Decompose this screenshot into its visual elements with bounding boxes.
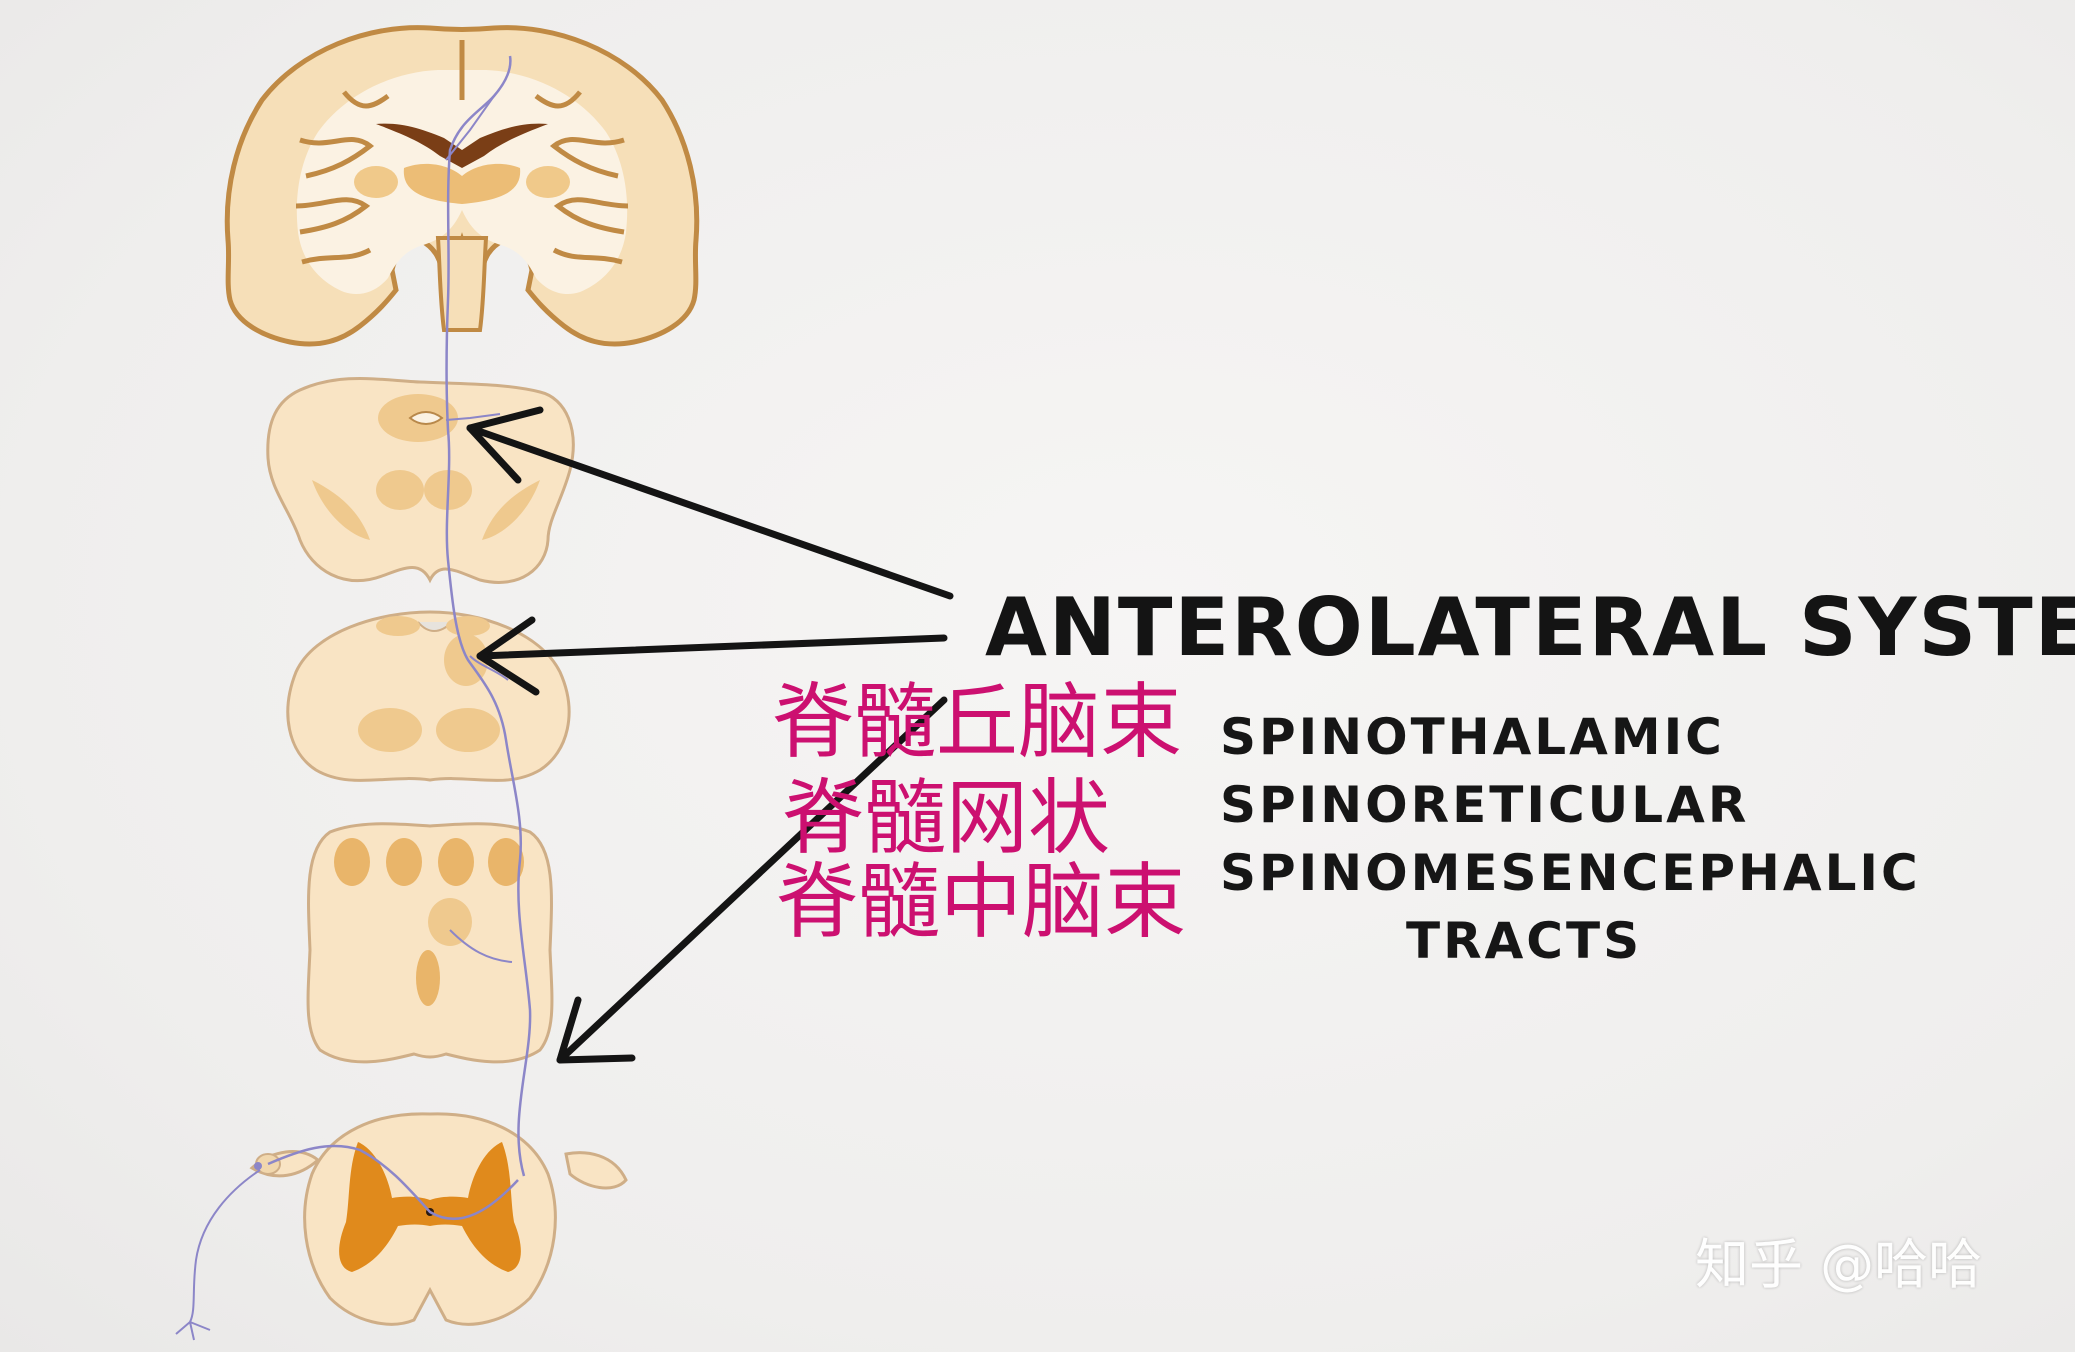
ascending-pathway <box>175 55 532 1341</box>
tract-label-spinothalamic: SPINOTHALAMIC <box>1220 708 1725 766</box>
tract-label-spinomesencephalic: SPINOMESENCEPHALIC <box>1220 844 1921 902</box>
arrow-to-midbrain <box>466 406 954 600</box>
translation-spinomesencephalic: 脊髓中脑束 <box>776 855 1187 950</box>
upper-cord-section <box>306 822 554 1064</box>
arrow-to-medulla <box>476 616 948 696</box>
pointer-arrows <box>466 406 954 1064</box>
tract-label-spinoreticular: SPINORETICULAR <box>1220 776 1750 834</box>
system-title: ANTEROLATERAL SYSTEM <box>985 581 2075 674</box>
watermark: 知乎 @哈哈 <box>1695 1233 1983 1296</box>
brain-coronal-section <box>224 25 700 347</box>
midbrain-section <box>266 377 575 584</box>
arrow-to-spinal-cord <box>556 696 948 1064</box>
medulla-section <box>286 610 571 782</box>
translation-spinothalamic: 脊髓丘脑束 <box>772 675 1183 770</box>
translation-spinoreticular: 脊髓网状 <box>782 771 1111 866</box>
spinal-cord-section <box>249 1112 628 1326</box>
tract-label-tracts: TRACTS <box>1406 912 1643 970</box>
